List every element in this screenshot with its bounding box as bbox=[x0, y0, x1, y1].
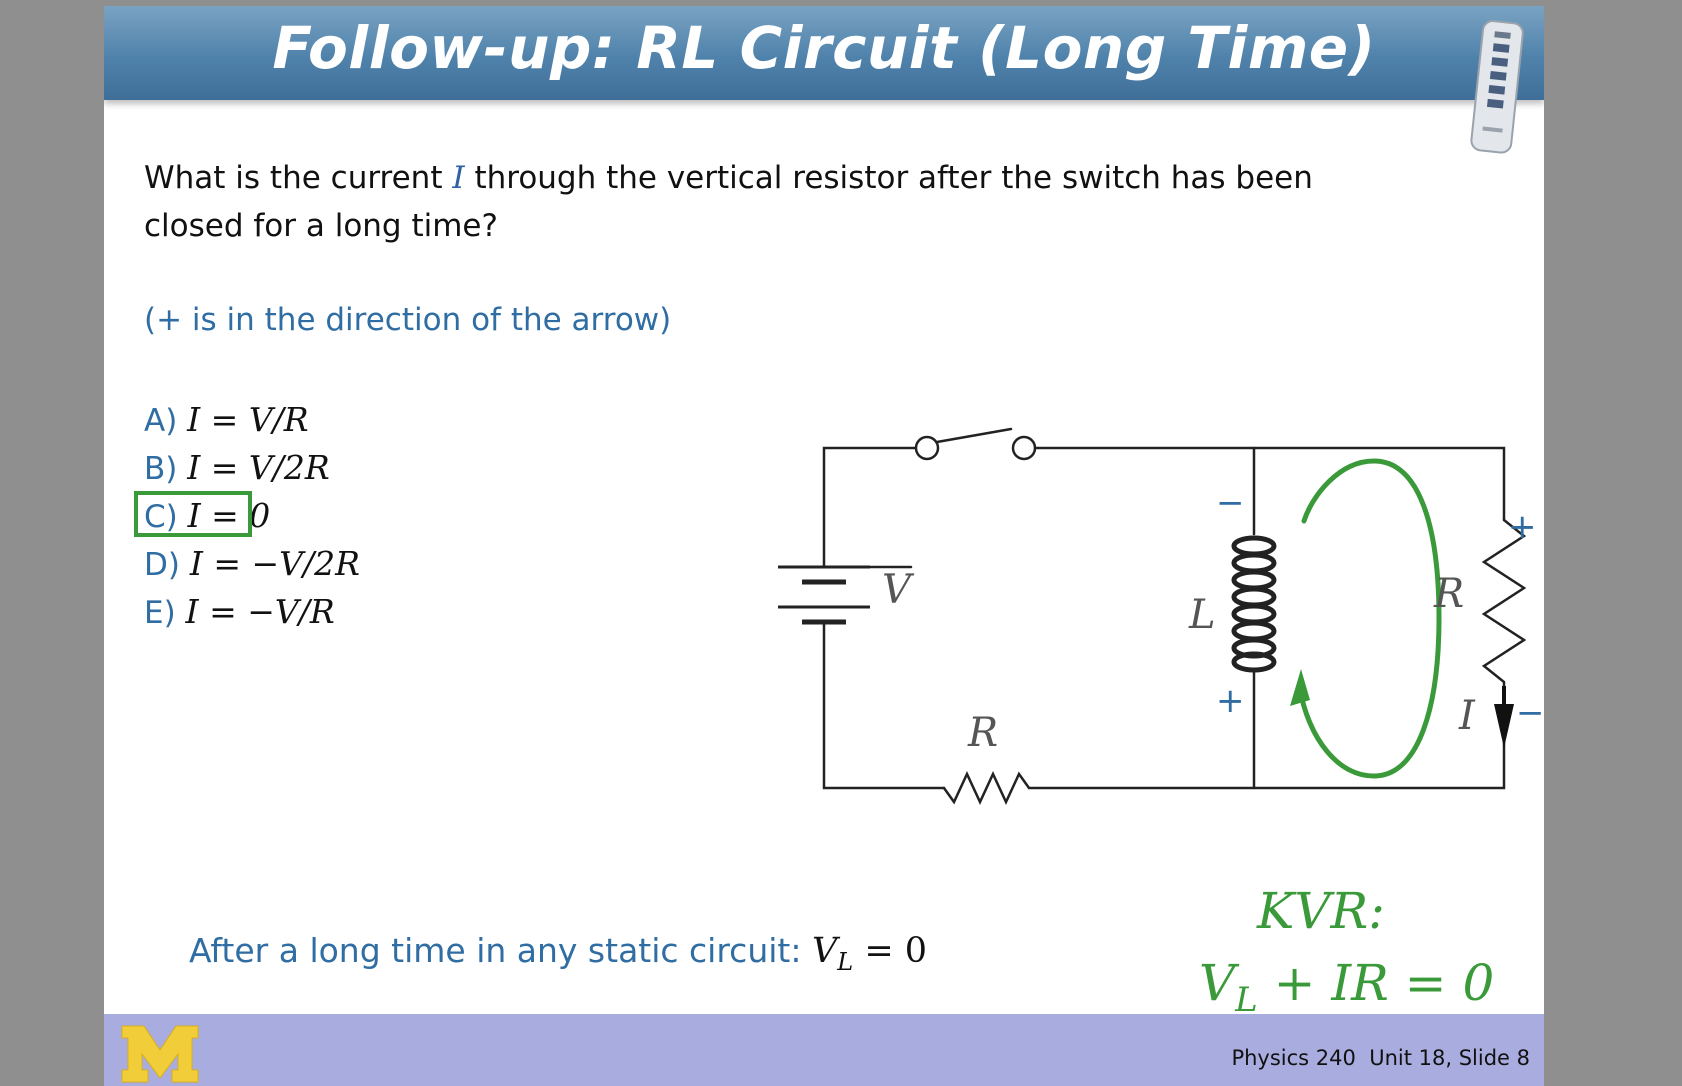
kvr-equation: VL + IR = 0 bbox=[1199, 954, 1494, 1020]
option-letter: D) bbox=[144, 547, 190, 583]
option-expr: I = 0 bbox=[187, 496, 271, 535]
option-a[interactable]: A) I = V/R bbox=[144, 396, 360, 444]
option-letter: B) bbox=[144, 451, 188, 487]
slide: Follow-up: RL Circuit (Long Time) What i… bbox=[104, 6, 1544, 1086]
answer-options: A) I = V/R B) I = V/2R C) I = 0 D) I = −… bbox=[144, 396, 360, 636]
option-e[interactable]: E) I = −V/R bbox=[144, 588, 360, 636]
option-expr: I = V/R bbox=[187, 400, 309, 439]
option-expr: I = V/2R bbox=[187, 448, 330, 487]
switch-terminal-left bbox=[914, 435, 940, 461]
slide-title: Follow-up: RL Circuit (Long Time) bbox=[272, 14, 1376, 82]
option-c[interactable]: C) I = 0 bbox=[144, 492, 360, 540]
inductor-label: L bbox=[1188, 592, 1216, 638]
rl-circuit-diagram: V L − + R R + − I bbox=[778, 427, 1544, 805]
title-bar: Follow-up: RL Circuit (Long Time) bbox=[104, 6, 1544, 154]
current-label: I bbox=[1458, 693, 1476, 739]
vl-subscript: L bbox=[837, 948, 854, 976]
kvr-loop-arrow-icon bbox=[1290, 669, 1310, 706]
university-m-logo bbox=[121, 1025, 199, 1083]
bottom-resistor-label: R bbox=[967, 710, 998, 756]
direction-note: (+ is in the direction of the arrow) bbox=[144, 302, 672, 338]
long-time-note: After a long time in any static circuit:… bbox=[189, 931, 927, 976]
kvr-vl-subscript: L bbox=[1235, 980, 1258, 1020]
wire-top bbox=[1033, 446, 1506, 522]
inductor-minus-sign: − bbox=[1216, 483, 1245, 523]
option-d[interactable]: D) I = −V/2R bbox=[144, 540, 360, 588]
battery-label: V bbox=[882, 567, 915, 613]
slide-footer-text: Physics 240 Unit 18, Slide 8 bbox=[1231, 1046, 1530, 1070]
bottom-resistor bbox=[942, 702, 1506, 805]
kvr-equation-rest: + IR = 0 bbox=[1257, 954, 1495, 1012]
right-resistor-plus-sign: + bbox=[1508, 507, 1537, 547]
current-arrow-icon bbox=[1494, 704, 1514, 748]
option-expr: I = −V/R bbox=[185, 592, 335, 631]
wire-left-top bbox=[822, 446, 918, 569]
option-letter: E) bbox=[144, 595, 186, 631]
inductor-plus-sign: + bbox=[1216, 681, 1245, 721]
long-time-note-text: After a long time in any static circuit: bbox=[189, 931, 812, 970]
option-expr: I = −V/2R bbox=[189, 544, 360, 583]
right-resistor bbox=[1481, 518, 1527, 706]
footer-bar: Physics 240 Unit 18, Slide 8 bbox=[104, 1014, 1544, 1086]
question-part-2: through the vertical resistor after the … bbox=[144, 160, 1313, 244]
vl-var: V bbox=[811, 931, 838, 971]
option-letter: C) bbox=[144, 499, 188, 535]
correct-answer-highlight bbox=[134, 491, 252, 537]
wire-left-bottom bbox=[822, 624, 946, 790]
switch-blade bbox=[935, 427, 1013, 444]
kvr-label: KVR: bbox=[1257, 882, 1385, 940]
question-text: What is the current I through the vertic… bbox=[144, 154, 1414, 250]
switch-terminal-right bbox=[1011, 435, 1037, 461]
option-b[interactable]: B) I = V/2R bbox=[144, 444, 360, 492]
right-resistor-minus-sign: − bbox=[1516, 693, 1544, 733]
vl-equals-zero: = 0 bbox=[853, 931, 928, 971]
question-part-1: What is the current bbox=[144, 160, 453, 196]
kvr-loop bbox=[1296, 458, 1442, 779]
long-time-note-expr: VL = 0 bbox=[811, 931, 928, 976]
clicker-remote-icon bbox=[1470, 20, 1524, 154]
inductor-coil bbox=[1231, 535, 1277, 673]
kvr-vl-var: V bbox=[1199, 954, 1236, 1012]
question-current-var: I bbox=[452, 160, 465, 196]
battery bbox=[778, 565, 870, 626]
right-resistor-label: R bbox=[1433, 571, 1464, 617]
option-letter: A) bbox=[144, 403, 188, 439]
